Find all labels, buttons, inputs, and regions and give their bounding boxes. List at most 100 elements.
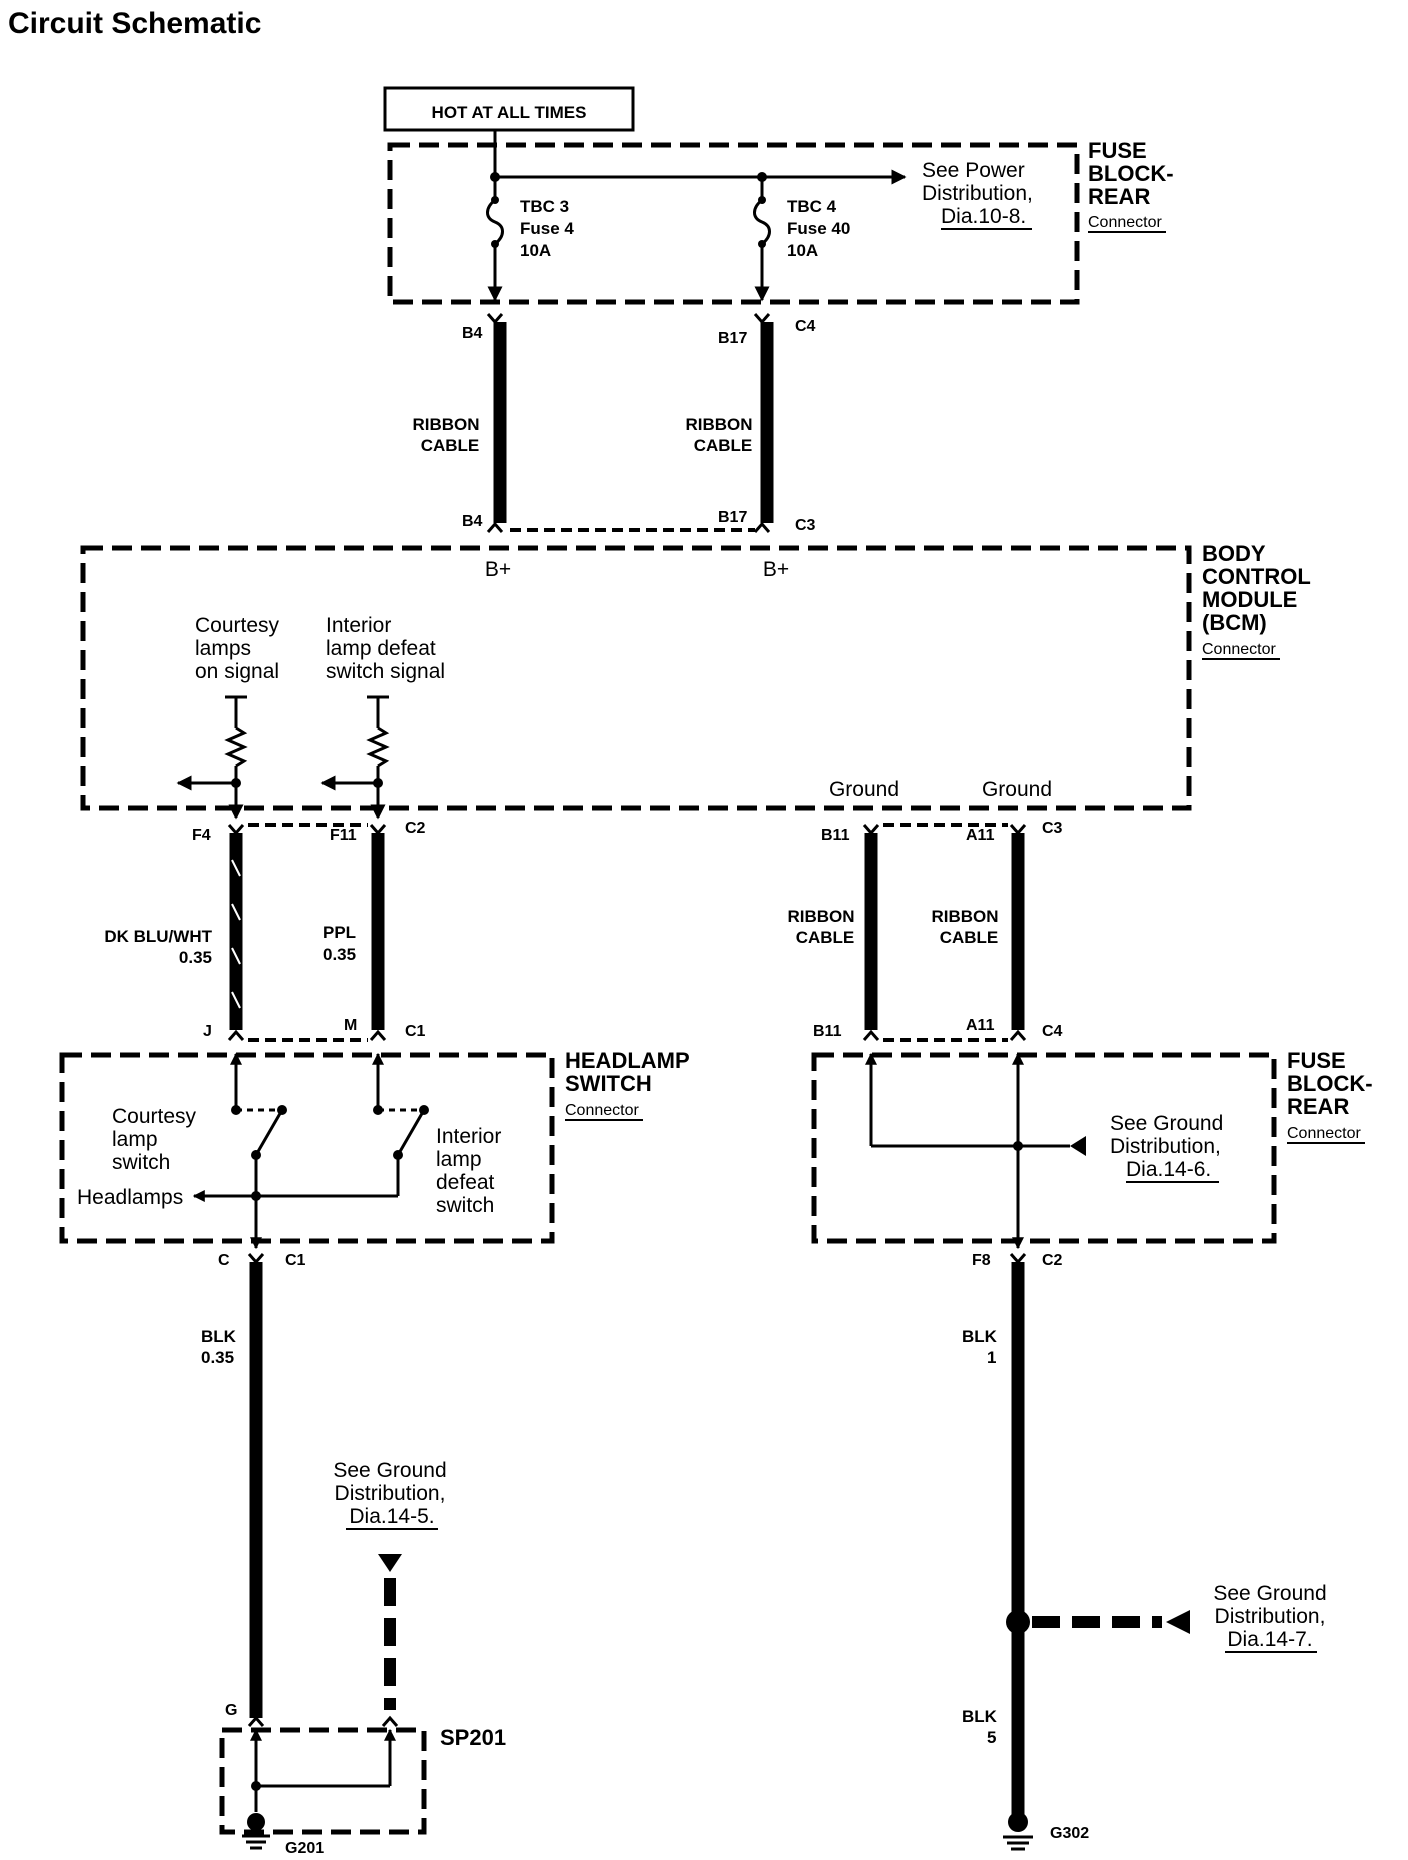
interior-switch-blade — [396, 1109, 426, 1156]
ribbon-label-right-2: CABLE — [694, 436, 753, 455]
ground-ref-146-line-1: See Ground — [1110, 1112, 1223, 1135]
headlamps-label: Headlamps — [77, 1186, 183, 1209]
fuse-block-rear-low-box — [811, 1052, 1277, 1244]
conn-sp201-right — [381, 1715, 399, 1727]
pin-c: C — [218, 1252, 230, 1269]
fuse-left-dot-top — [491, 196, 499, 204]
power-ref-line-1: See Power — [922, 159, 1025, 182]
fuse-right-dot-top — [758, 196, 766, 204]
ribbon-label-low-right-1: RIBBON — [931, 907, 998, 926]
fuse-block-low-name-1: FUSE — [1287, 1048, 1346, 1073]
interior-switch-label-3: defeat — [436, 1171, 495, 1194]
bcm-name-1: BODY — [1202, 541, 1266, 566]
ribbon-label-low-left-2: CABLE — [796, 928, 855, 947]
headlamp-switch-connector: Connector — [565, 1102, 639, 1119]
courtesy-resistor — [224, 726, 248, 768]
fuse-right-symbol — [753, 198, 771, 246]
ribbon-label-low-right-2: CABLE — [940, 928, 999, 947]
bcm-name-3: MODULE — [1202, 587, 1297, 612]
wire-dkblu-label-1: DK BLU/WHT — [104, 927, 212, 946]
g302-ground-dot — [1008, 1812, 1028, 1832]
ribbon-label-right-1: RIBBON — [685, 415, 752, 434]
fuse-low-ref-triangle — [1070, 1136, 1086, 1156]
fuse-block-low-connector: Connector — [1287, 1125, 1361, 1142]
bcm-bplus-left: B+ — [485, 558, 511, 581]
pin-a11-top: A11 — [966, 827, 995, 844]
pin-f8: F8 — [972, 1252, 991, 1269]
hot-at-all-times-box — [383, 86, 635, 132]
interior-signal-3: switch signal — [326, 660, 445, 683]
courtesy-switch-blade — [254, 1109, 284, 1156]
bcm-connector: Connector — [1202, 641, 1276, 658]
ribbon-label-left-2: CABLE — [421, 436, 480, 455]
ground-ref-147-triangle — [1166, 1610, 1190, 1634]
headlamp-switch-box — [59, 1052, 555, 1244]
ground-ref-145-triangle — [378, 1554, 402, 1572]
fuse-right-line-3: 10A — [787, 241, 818, 260]
fuse-left-line-3: 10A — [520, 241, 551, 260]
fuse-block-top-name-2: BLOCK- — [1088, 161, 1174, 186]
ground-ref-146-line-2: Distribution, — [1110, 1135, 1221, 1158]
conn-b4-bottom — [486, 521, 504, 533]
fuse-left-line-1: TBC 3 — [520, 197, 569, 216]
conn-g-bottom — [247, 1715, 265, 1727]
conn-m-bottom — [369, 1029, 387, 1041]
bcm-ground-right: Ground — [982, 778, 1052, 801]
wire-ppl-label-2: 0.35 — [323, 945, 356, 964]
sp201-label: SP201 — [440, 1725, 506, 1750]
conn-f4-top — [227, 824, 245, 836]
bcm-box — [80, 545, 1192, 811]
pin-c2-low: C2 — [1042, 1252, 1063, 1269]
pin-c3-top: C3 — [795, 517, 816, 534]
ground-ref-146-link: Dia.14-6. — [1126, 1158, 1211, 1181]
ribbon-label-low-left-1: RIBBON — [787, 907, 854, 926]
bcm-bplus-right: B+ — [763, 558, 789, 581]
courtesy-switch-label-1: Courtesy — [112, 1105, 197, 1128]
wire-blk-right5-label-2: 5 — [987, 1728, 996, 1747]
courtesy-signal-2: lamps — [195, 637, 251, 660]
ground-ref-145-line-1: See Ground — [333, 1459, 446, 1482]
g201-ground-dot — [247, 1813, 265, 1831]
interior-switch-label-4: switch — [436, 1194, 494, 1217]
wire-dkblu-label-2: 0.35 — [179, 948, 212, 967]
courtesy-signal-3: on signal — [195, 660, 279, 683]
stripe-4 — [231, 991, 241, 1009]
conn-b17-top — [753, 313, 771, 325]
pin-j: J — [203, 1023, 212, 1040]
fuse-block-top-name-1: FUSE — [1088, 138, 1147, 163]
interior-signal-2: lamp defeat — [326, 637, 436, 660]
wire-blk-right5-label-1: BLK — [962, 1707, 998, 1726]
ground-ref-147-line-1: See Ground — [1213, 1582, 1326, 1605]
interior-switch-label-2: lamp — [436, 1148, 482, 1171]
conn-c-top — [247, 1253, 265, 1265]
headlamp-switch-name-2: SWITCH — [565, 1071, 652, 1096]
fuse-right-line-2: Fuse 40 — [787, 219, 850, 238]
pin-c4-low: C4 — [1042, 1023, 1063, 1040]
wire-blk-left-label-1: BLK — [201, 1327, 237, 1346]
conn-j-bottom — [227, 1029, 245, 1041]
pin-b11-bottom: B11 — [813, 1023, 842, 1040]
pin-b4-top: B4 — [462, 325, 483, 342]
power-ref-line-2: Distribution, — [922, 182, 1033, 205]
fuse-block-low-name-3: REAR — [1287, 1094, 1349, 1119]
fuse-right-line-1: TBC 4 — [787, 197, 837, 216]
power-ref-link: Dia.10-8. — [941, 205, 1026, 228]
g302-label: G302 — [1050, 1825, 1089, 1842]
splice-g302-node — [1006, 1610, 1030, 1634]
stripe-1 — [231, 859, 241, 877]
interior-signal-1: Interior — [326, 614, 391, 637]
hot-at-all-times-label: HOT AT ALL TIMES — [432, 103, 587, 122]
fuse-block-low-name-2: BLOCK- — [1287, 1071, 1373, 1096]
g201-label: G201 — [285, 1840, 324, 1857]
pin-g: G — [225, 1702, 237, 1719]
pin-b17-bottom: B17 — [718, 509, 747, 526]
pin-c1-low: C1 — [285, 1252, 306, 1269]
bcm-name-2: CONTROL — [1202, 564, 1311, 589]
ground-ref-145-line-2: Distribution, — [335, 1482, 446, 1505]
conn-b4-top — [486, 313, 504, 325]
conn-b17-bottom — [753, 521, 771, 533]
ribbon-label-left-1: RIBBON — [412, 415, 479, 434]
stripe-2 — [231, 903, 241, 921]
courtesy-switch-label-3: switch — [112, 1151, 170, 1174]
